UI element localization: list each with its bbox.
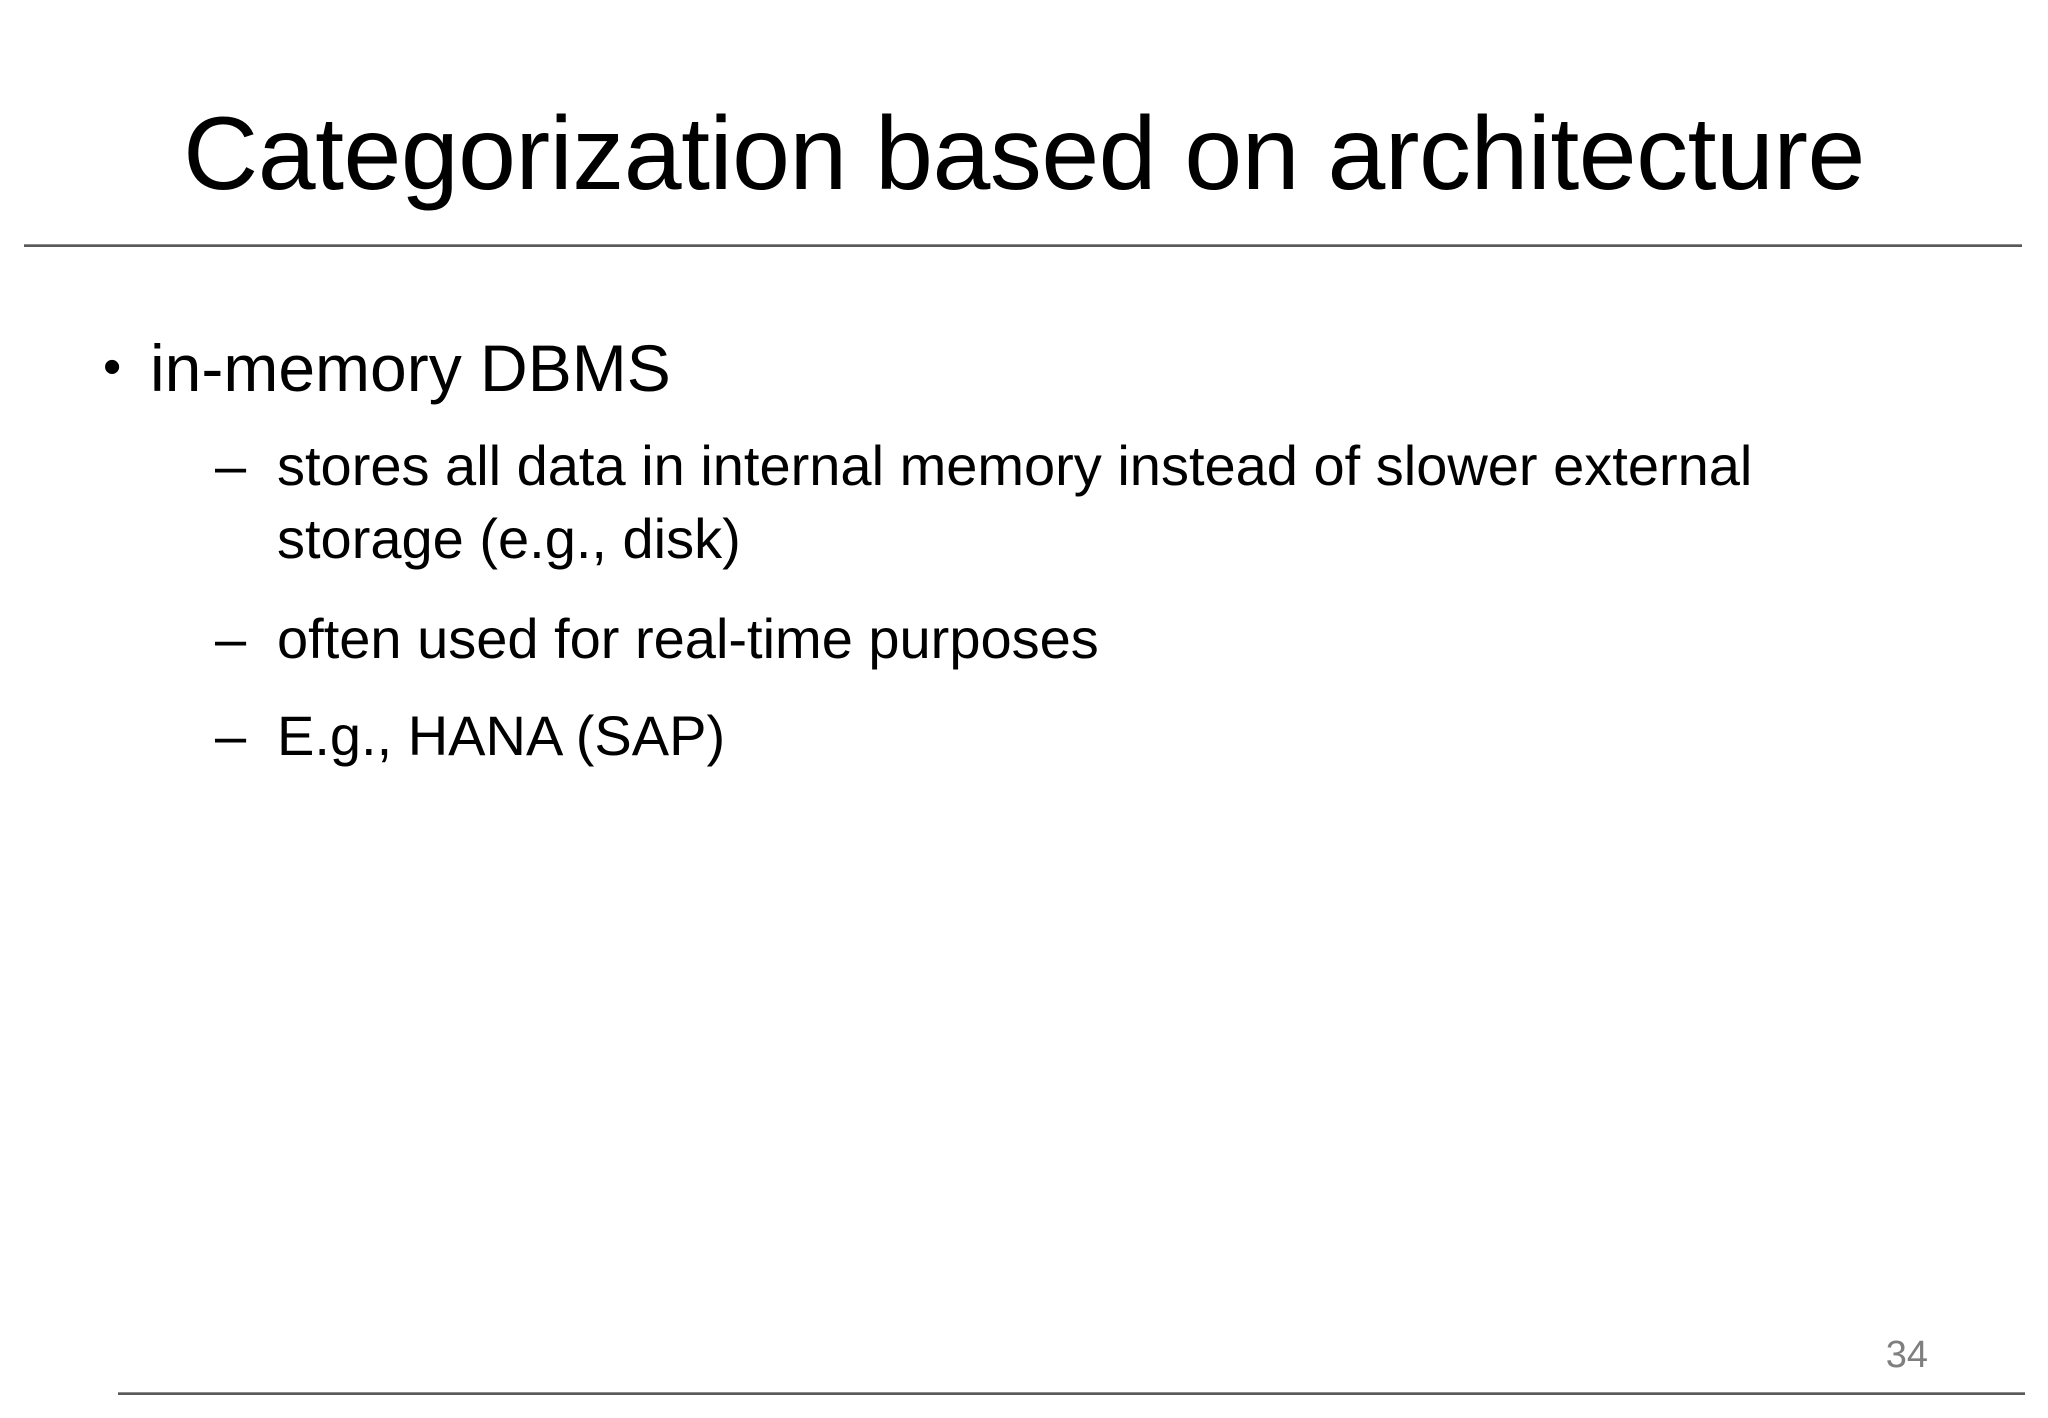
- slide-body: • in-memory DBMS – stores all data in in…: [95, 330, 1895, 791]
- bullet-level2-item: – E.g., HANA (SAP): [95, 700, 1895, 773]
- bullet-level2-label: often used for real-time purposes: [277, 607, 1099, 671]
- bullet-level1-label: in-memory DBMS: [150, 331, 671, 405]
- bullet-level2-label: E.g., HANA (SAP): [277, 704, 726, 768]
- bullet-level1: • in-memory DBMS: [95, 330, 1895, 408]
- page-title: Categorization based on architecture: [183, 96, 1865, 212]
- bullet-level2-item: – often used for real-time purposes: [95, 603, 1895, 676]
- dash-bullet-icon: –: [215, 704, 247, 768]
- footer-divider: [118, 1392, 2025, 1395]
- page-number: 34: [1885, 1334, 1928, 1376]
- bullet-level2-item: – stores all data in internal memory ins…: [95, 430, 1895, 576]
- bullet-dot-icon: •: [103, 338, 122, 396]
- bullet-level2-label: stores all data in internal memory inste…: [277, 433, 1753, 570]
- dash-bullet-icon: –: [215, 607, 247, 671]
- dash-bullet-icon: –: [215, 433, 247, 497]
- title-divider: [24, 244, 2022, 247]
